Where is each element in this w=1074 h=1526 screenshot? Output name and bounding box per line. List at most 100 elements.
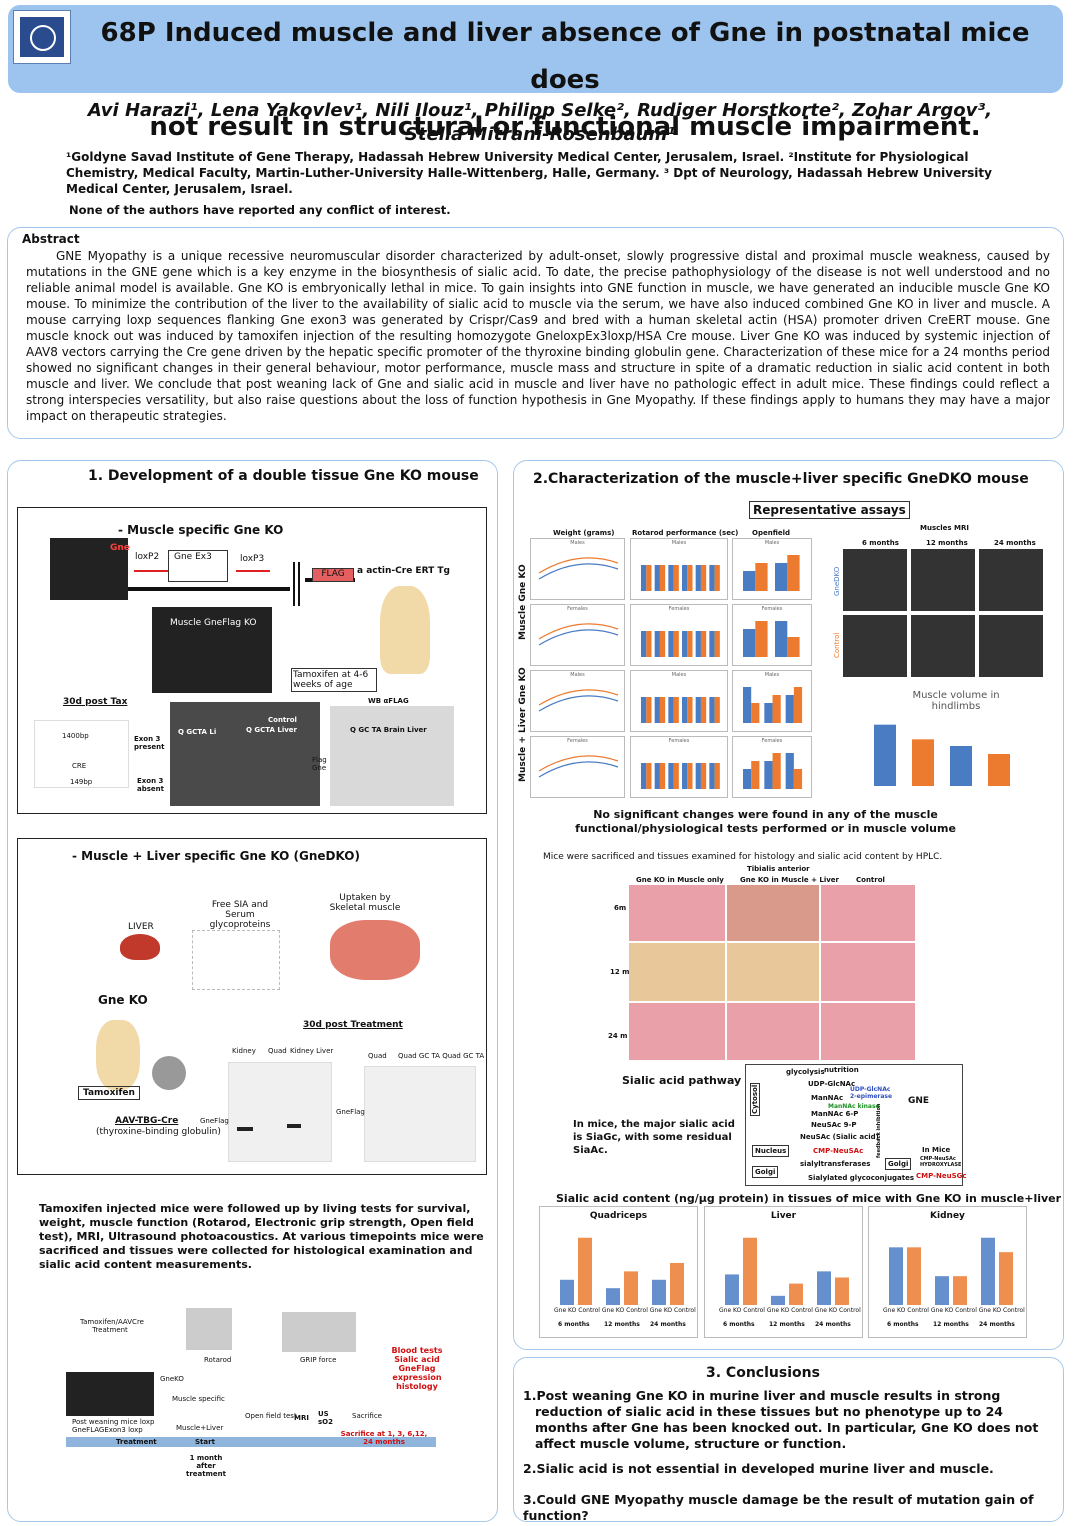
sialic-bar	[560, 1279, 574, 1305]
assay-bar	[695, 631, 701, 657]
assay-bar	[659, 631, 666, 657]
abstract-heading: Abstract	[22, 232, 80, 246]
quad-label-2: Quad	[368, 1052, 387, 1060]
assay-bar	[687, 763, 693, 789]
assay-bar	[682, 631, 688, 657]
mri-dko-6m	[843, 549, 907, 611]
muscle-illustration	[330, 920, 420, 980]
mri-control-24m	[979, 615, 1043, 677]
assay-bar	[793, 769, 803, 789]
histo-col-2: Gne KO in Muscle + Liver	[740, 876, 840, 884]
assay-bar	[659, 565, 666, 591]
cre-label: CRE	[72, 762, 87, 770]
break-mark	[293, 562, 295, 606]
affiliations: ¹Goldyne Savad Institute of Gene Therapy…	[66, 150, 992, 196]
exon3-absent-label: Exon 3 absent	[137, 777, 164, 793]
pw-neusac: NeuSAc (Sialic acid)	[800, 1133, 879, 1141]
sacrificed-text: Mice were sacrificed and tissues examine…	[543, 852, 943, 862]
assay-bar	[682, 763, 688, 789]
authors-line-1: Avi Harazi¹, Lena Yakovlev¹, Nili Ilouz¹…	[87, 100, 993, 121]
tl-blood: Blood tests Sialic acid GneFlag expressi…	[391, 1346, 443, 1391]
assay-chart: Females	[732, 604, 812, 666]
quad-gc-label: Quad GC TA Quad GC TA	[398, 1052, 485, 1060]
assay-bar	[787, 555, 800, 591]
assay-bar	[641, 565, 647, 591]
western-blot-2	[228, 1062, 332, 1162]
sialic-bar	[578, 1237, 592, 1305]
grip-image	[282, 1312, 356, 1352]
mri-col-3: 24 months	[994, 539, 1036, 547]
assay-bar	[668, 565, 674, 591]
muscle-volume-svg	[874, 724, 1010, 786]
tl-sacrifice-at: Sacrifice at 1, 3, 6,12, 24 months	[340, 1430, 428, 1446]
histo-row-3: 24 m	[608, 1032, 628, 1040]
muscle-volume-chart: Muscle volume in hindlimbs	[846, 688, 1036, 798]
mri-title: Muscles MRI	[920, 524, 969, 532]
actin-cre-label: a actin-Cre ERT Tg	[357, 566, 450, 576]
tl-muscle-specific: Muscle specific	[172, 1395, 225, 1403]
assay-chart: Males	[630, 670, 728, 732]
sialic-bar	[953, 1276, 967, 1305]
assay-bar	[764, 761, 773, 789]
assay-chart-svg	[743, 621, 800, 657]
sialic-bar	[670, 1262, 684, 1305]
muscle-gneflag-mouse-photo	[152, 607, 272, 693]
histo-24m-muscle	[629, 1003, 725, 1060]
pw-cmp: CMP-NeuSAc	[813, 1147, 864, 1155]
histo-24m-control	[821, 1003, 915, 1060]
pw-cmp-gc: CMP-NeuSGc	[916, 1172, 967, 1180]
assay-chart-caption: Males	[570, 672, 585, 678]
liver-label: LIVER	[128, 922, 154, 932]
col-openfield: Openfield	[752, 529, 791, 537]
assay-bar	[751, 761, 760, 789]
university-logo	[13, 10, 71, 64]
pw-neusac9: NeuSAc 9-P	[811, 1121, 857, 1129]
assay-bar	[743, 629, 756, 657]
assay-chart: Females	[630, 604, 728, 666]
assay-bar	[646, 763, 652, 789]
assay-bar	[785, 695, 794, 723]
wb-lanes: Q GC TA Brain Liver	[350, 726, 427, 734]
assay-chart-svg	[641, 697, 720, 723]
tl-sacrifice: Sacrifice	[352, 1412, 382, 1420]
tibialis-label: Tibialis anterior	[747, 865, 810, 873]
assay-bar	[772, 695, 781, 723]
assay-bar	[673, 565, 679, 591]
pw-golgi-2: Golgi	[885, 1158, 912, 1170]
gne-label: Gne	[110, 543, 130, 553]
assay-bar	[654, 697, 660, 723]
histo-12m-muscle	[629, 943, 725, 1001]
sialic-month-label: 24 months	[650, 1321, 686, 1328]
assay-bar	[659, 763, 666, 789]
loxp3-label: loxP3	[240, 554, 265, 564]
authors: Avi Harazi¹, Lena Yakovlev¹, Nili Ilouz¹…	[60, 99, 1020, 147]
assay-chart-caption: Females	[668, 738, 690, 744]
assay-bar	[687, 565, 693, 591]
sialic-bar	[624, 1271, 638, 1305]
mri-dko-24m	[979, 549, 1043, 611]
sialic-chart-title: Quadriceps	[589, 1211, 648, 1221]
sialic-bar	[835, 1277, 849, 1305]
loxp2-label: loxP2	[135, 552, 160, 562]
row-label-1: Muscle Gne KO	[518, 564, 528, 640]
gel-lanes-1: Q GCTA Li	[178, 728, 217, 736]
assay-chart-caption: Females	[761, 606, 783, 612]
assay-bar	[654, 631, 660, 657]
sialic-bar	[889, 1247, 903, 1305]
mri-col-2: 12 months	[926, 539, 968, 547]
assay-bar	[700, 697, 707, 723]
break-mark-2	[298, 562, 300, 606]
abstract-box	[7, 227, 1064, 439]
assay-chart-caption: Females	[567, 738, 588, 744]
pw-golgi: Golgi	[752, 1166, 779, 1178]
tl-1month: 1 month after treatment	[186, 1454, 226, 1478]
conclusion-1: 1.Post weaning Gne KO in murine liver an…	[523, 1388, 1039, 1451]
title-line-2: not result in structural or functional m…	[149, 112, 981, 142]
assay-bar	[659, 697, 666, 723]
western-blot-3	[364, 1066, 476, 1162]
sialic-month-label: 6 months	[558, 1321, 590, 1328]
tl-us: US sO2	[318, 1410, 333, 1426]
mri-row-control: Control	[833, 632, 841, 658]
assay-bar	[700, 631, 707, 657]
aav-label: AAV-TBG-Cre	[115, 1116, 179, 1126]
